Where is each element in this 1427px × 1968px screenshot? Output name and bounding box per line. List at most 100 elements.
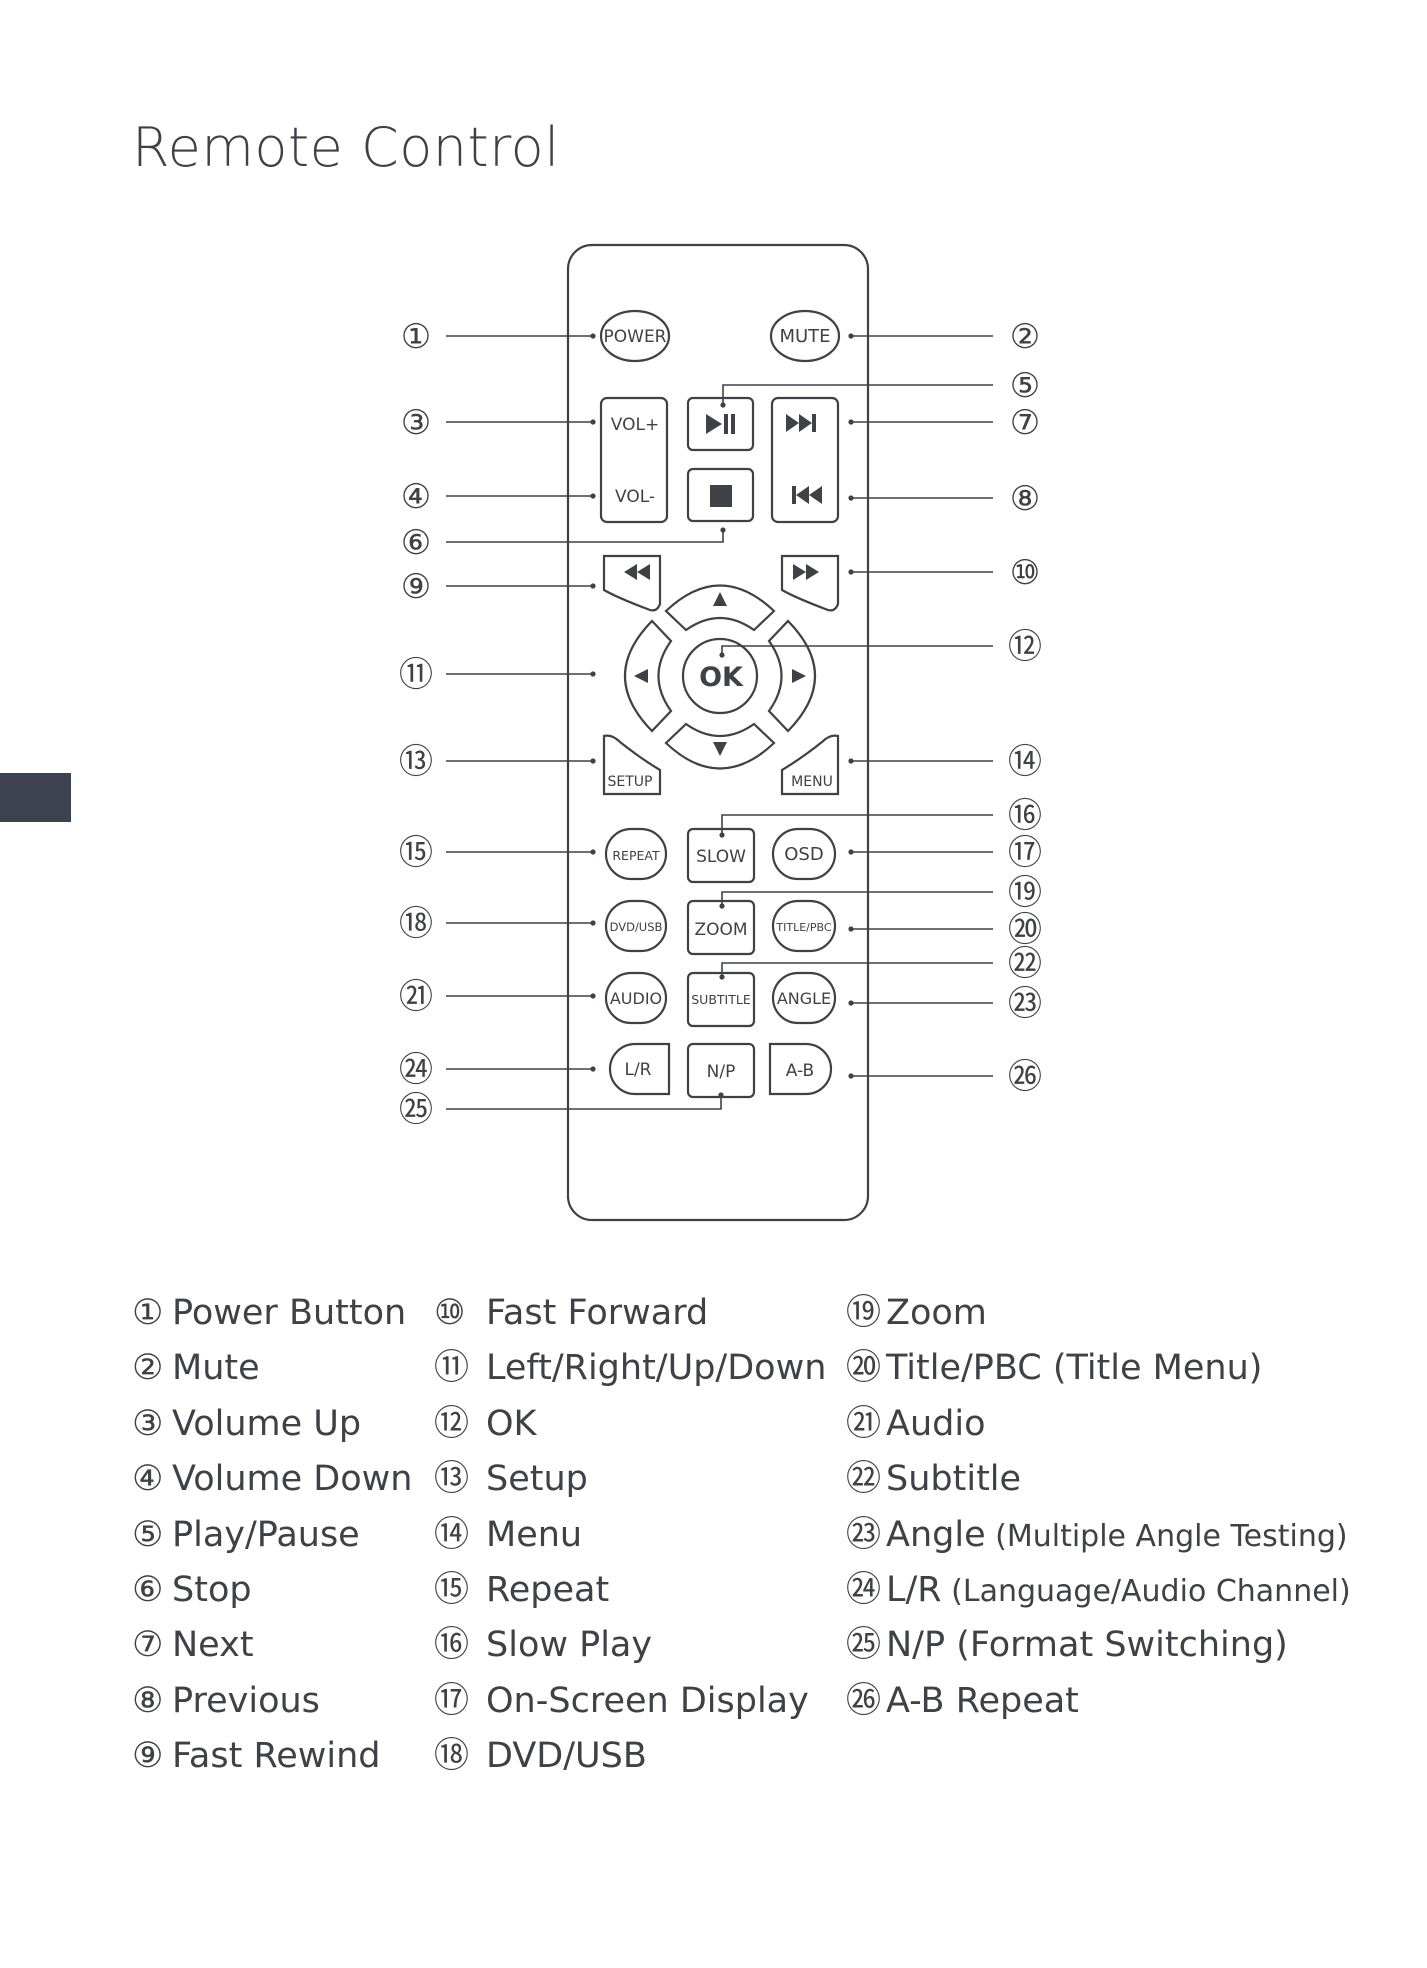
- callout-6: ⑥: [401, 523, 431, 563]
- dvd-usb-button[interactable]: [604, 899, 668, 953]
- vol-down-label: VOL-: [615, 487, 655, 507]
- subtitle-label: SUBTITLE: [691, 992, 751, 1007]
- zoom-label: ZOOM: [694, 920, 747, 940]
- fast-rewind-icon: [624, 564, 650, 580]
- lr-label: L/R: [624, 1060, 651, 1080]
- right-arrow-button[interactable]: [767, 619, 817, 733]
- setup-button[interactable]: [602, 734, 662, 796]
- section-tab-marker: [0, 773, 71, 822]
- page-title: Remote Control: [132, 116, 560, 179]
- osd-button[interactable]: [771, 827, 837, 881]
- callout-dots: [590, 333, 854, 1098]
- repeat-button[interactable]: [604, 827, 668, 881]
- mute-button[interactable]: [769, 309, 841, 363]
- lr-button[interactable]: [608, 1042, 671, 1096]
- slow-button[interactable]: [686, 827, 756, 884]
- left-arrow-button[interactable]: [623, 619, 673, 733]
- dvd-usb-label: DVD/USB: [610, 920, 663, 934]
- ok-label: OK: [699, 662, 744, 693]
- setup-label: SETUP: [608, 774, 653, 790]
- callout-5: ⑤: [1010, 366, 1040, 406]
- remote-body: [566, 243, 870, 1222]
- callout-13: ⑬: [399, 742, 433, 782]
- angle-button[interactable]: [771, 971, 837, 1025]
- up-triangle-icon: [713, 592, 727, 606]
- ab-label: A-B: [786, 1061, 814, 1081]
- callout-3: ③: [401, 403, 431, 443]
- power-button[interactable]: [599, 309, 671, 363]
- callout-9: ⑨: [401, 567, 431, 607]
- callout-12: ⑫: [1008, 627, 1042, 667]
- callout-26: ㉖: [1008, 1057, 1042, 1097]
- play-pause-button[interactable]: [686, 396, 755, 452]
- down-arrow-button[interactable]: [664, 722, 776, 770]
- right-triangle-icon: [792, 669, 806, 683]
- menu-button[interactable]: [780, 734, 840, 796]
- angle-label: ANGLE: [777, 989, 831, 1008]
- audio-button[interactable]: [604, 971, 668, 1025]
- menu-label: MENU: [791, 774, 833, 790]
- down-triangle-icon: [713, 742, 727, 756]
- np-label: N/P: [707, 1062, 736, 1082]
- callout-16: ⑯: [1008, 796, 1042, 836]
- mute-label: MUTE: [779, 326, 830, 347]
- callout-24: ㉔: [399, 1050, 433, 1090]
- stop-icon: [710, 485, 732, 507]
- callout-7: ⑦: [1010, 403, 1040, 443]
- stop-button[interactable]: [686, 467, 755, 523]
- power-label: POWER: [604, 327, 667, 347]
- fast-rewind-button[interactable]: [602, 554, 662, 612]
- callout-19: ⑲: [1008, 873, 1042, 913]
- next-previous-rocker[interactable]: [770, 396, 840, 524]
- subtitle-button[interactable]: [686, 971, 756, 1028]
- ab-button[interactable]: [768, 1042, 833, 1096]
- callout-2: ②: [1010, 317, 1040, 357]
- fast-forward-button[interactable]: [780, 554, 840, 612]
- callout-17: ⑰: [1008, 833, 1042, 873]
- repeat-label: REPEAT: [612, 848, 660, 863]
- callout-10: ⑩: [1010, 553, 1040, 593]
- audio-label: AUDIO: [610, 989, 662, 1008]
- up-arrow-button[interactable]: [664, 584, 776, 632]
- callout-4: ④: [401, 477, 431, 517]
- callout-14: ⑭: [1008, 742, 1042, 782]
- title-pbc-button[interactable]: [771, 899, 837, 953]
- play-pause-icon: [706, 414, 735, 434]
- callout-8: ⑧: [1010, 479, 1040, 519]
- vol-up-label: VOL+: [611, 415, 659, 435]
- volume-rocker[interactable]: [599, 396, 669, 524]
- callout-11: ⑪: [399, 655, 433, 695]
- next-icon: [786, 414, 816, 432]
- zoom-button[interactable]: [686, 899, 756, 956]
- callout-1: ①: [401, 317, 431, 357]
- left-triangle-icon: [634, 669, 648, 683]
- ok-button[interactable]: [681, 637, 759, 715]
